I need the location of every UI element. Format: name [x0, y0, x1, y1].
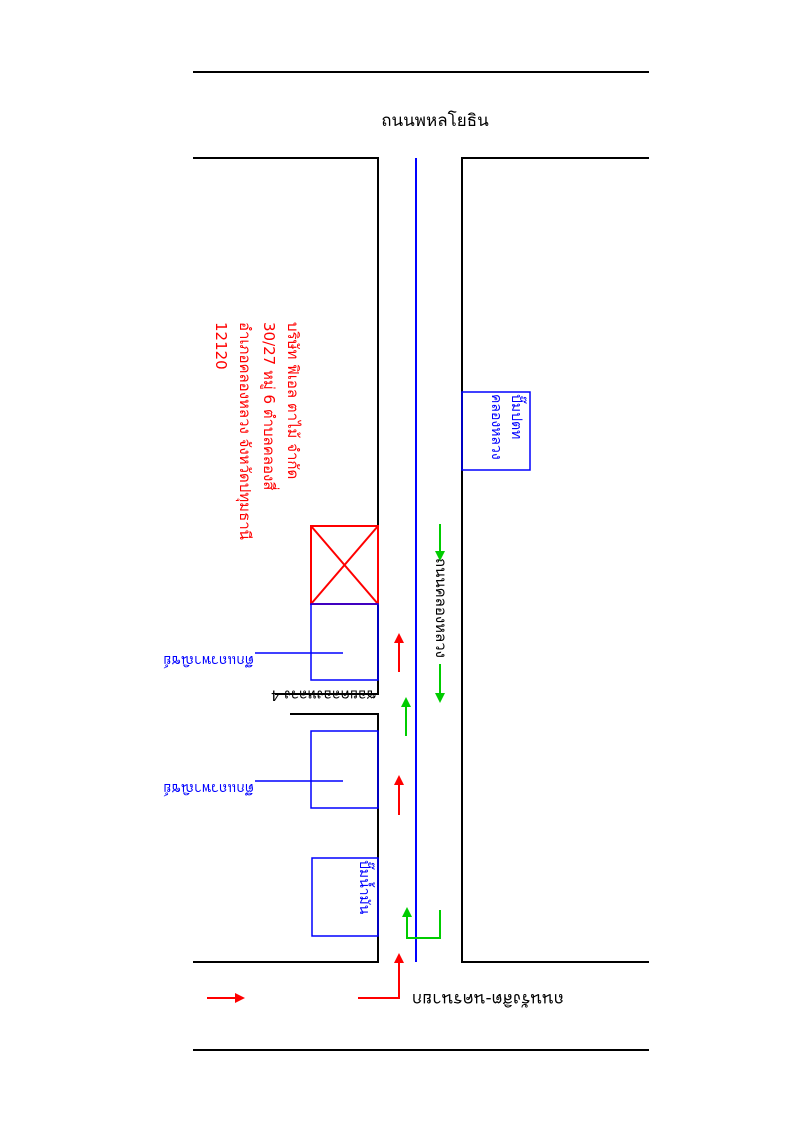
side-road-label: ถนนคลองหลวง — [432, 558, 450, 658]
soi-label: ซอยคลองหลวง 4 — [271, 686, 376, 702]
shop-upper-label: ตึกแถวพาณิชย์ — [163, 652, 254, 669]
left-block-outline — [193, 157, 379, 695]
shop-building-upper — [310, 603, 379, 681]
target-location-marker — [310, 525, 379, 605]
company-line-3: อำเภอคลองหลวง จังหวัดปทุมธานี — [235, 322, 254, 540]
right-block-outline — [461, 157, 649, 963]
company-address: บริษัท ฟิเอล ตาไม้ จำกัด 30/27 หมู่ 6 ตำ… — [212, 322, 302, 540]
bottom-road-label: ถนนรังสิต-นครนายก — [412, 989, 564, 1009]
top-road-label: ถนนพหลโยธิน — [381, 110, 489, 131]
red-route-arrow — [358, 953, 404, 999]
shop-building-lower — [310, 730, 379, 809]
ptt-label-line-2: คลองหลวง — [488, 394, 504, 460]
gas-station-building — [311, 857, 379, 937]
shop-lower-label: ตึกแถวพาณิชย์ — [163, 780, 254, 797]
ptt-label-line-1: ปั๊มปตท — [508, 394, 527, 439]
left-block-lower-outline — [193, 713, 379, 963]
ptt-station-label: ปั๊มปตท คลองหลวง — [488, 394, 527, 460]
green-u-turn-arrow — [402, 907, 441, 939]
ptt-station-building — [461, 391, 531, 471]
company-line-2: 30/27 หมู่ 6 ตำบลคลองสี่ — [260, 322, 280, 490]
company-line-1: บริษัท ฟิเอล ตาไม้ จำกัด — [284, 322, 302, 479]
gas-station-label: ปั๊มน้ำมัน — [356, 860, 375, 915]
company-line-4: 12120 — [212, 322, 230, 370]
